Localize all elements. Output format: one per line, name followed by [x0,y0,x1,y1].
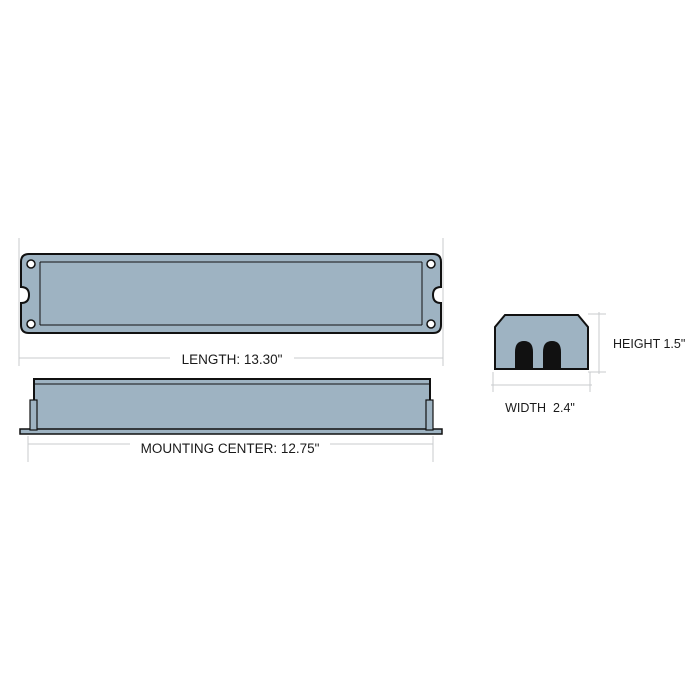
mounting-center-label: MOUNTING CENTER: 12.75" [141,441,320,456]
side-view-flange [19,428,443,435]
mounting-center-dimension: MOUNTING CENTER: 12.75" [27,436,434,462]
width-label: WIDTH 2.4" [505,401,575,415]
side-view-bracket-left [29,399,38,431]
top-view [20,253,442,334]
wire-connector-left [515,341,533,368]
side-view [19,378,443,435]
height-label: HEIGHT 1.5" [613,337,685,351]
mounting-hole-bottom-left [26,319,36,329]
side-view-body [33,378,431,432]
side-view-bracket-right [425,399,434,431]
mounting-hole-top-right [426,259,436,269]
length-dimension: LENGTH: 13.30" [18,238,444,368]
height-dimension: HEIGHT 1.5" [588,312,685,374]
mounting-hole-bottom-right [426,319,436,329]
top-view-body [20,253,442,334]
mounting-hole-top-left [26,259,36,269]
width-dimension: WIDTH 2.4" [491,372,592,415]
wire-connector-right [543,341,561,368]
end-view-body [494,314,589,370]
length-label: LENGTH: 13.30" [182,352,283,367]
end-view [494,314,589,370]
